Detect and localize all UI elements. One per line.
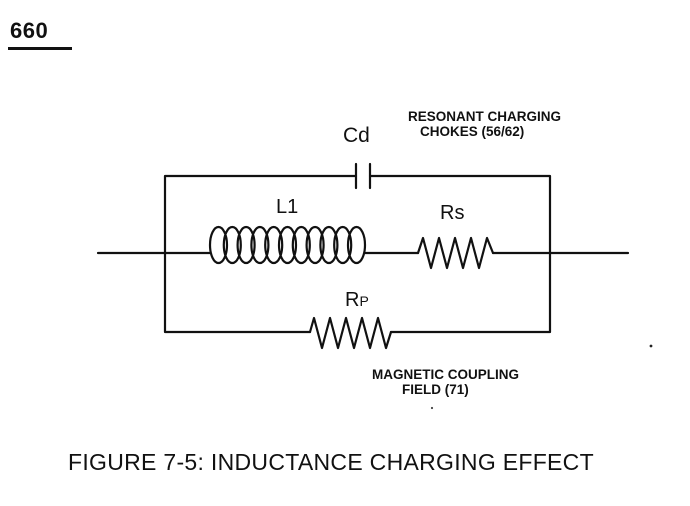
figure-caption: FIGURE 7-5: INDUCTANCE CHARGING EFFECT: [68, 449, 594, 475]
series-resistor-zigzag: [416, 236, 495, 270]
bottom-wire-left: [163, 251, 312, 334]
parallel-resistor-label-main: R: [345, 289, 359, 311]
bottom-wire-right: [389, 251, 552, 334]
top-wire-left: [163, 174, 358, 255]
parallel-resistor-label-sub: P: [359, 293, 368, 309]
page-number: 660: [10, 18, 49, 43]
series-resistor-label: Rs: [440, 202, 464, 224]
parallel-resistor-label: RP: [345, 289, 369, 311]
chokes-label-line1: RESONANT CHARGING: [408, 109, 561, 124]
inductor-coil: [208, 225, 367, 265]
speck-mark: [430, 406, 434, 410]
chokes-label-line2: CHOKES (56/62): [420, 124, 524, 139]
parallel-resistor-zigzag: [308, 316, 393, 350]
capacitor-label: Cd: [343, 124, 370, 147]
field-label-line1: MAGNETIC COUPLING: [372, 367, 519, 382]
speck-mark: [649, 344, 653, 348]
top-wire-right: [368, 174, 552, 255]
field-label-line2: FIELD (71): [402, 382, 469, 397]
page-number-underline: [8, 47, 72, 50]
inductor-label: L1: [276, 196, 298, 218]
